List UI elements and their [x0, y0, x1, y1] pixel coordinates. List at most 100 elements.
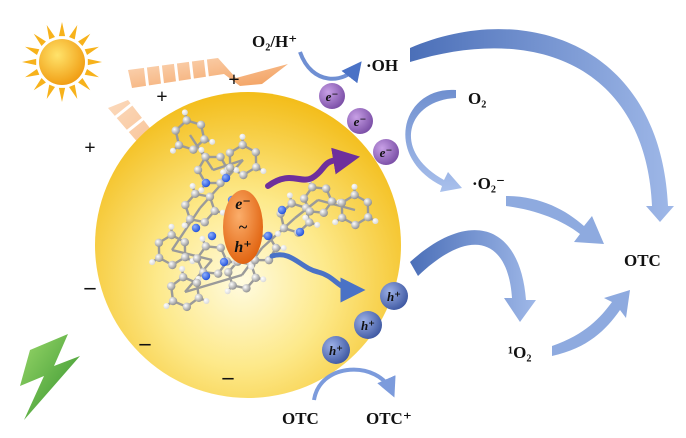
carbon-atom — [191, 189, 200, 198]
carbon-atom — [201, 152, 210, 162]
electron-2: e⁻ — [347, 108, 373, 134]
o2-label: O₂ — [468, 89, 486, 108]
carbon-atom — [299, 194, 309, 203]
carbon-atom — [251, 147, 261, 157]
electron-transfer-arrow — [265, 147, 360, 189]
hydrogen-atom — [351, 183, 358, 190]
hydrogen-atom — [198, 187, 205, 194]
carbon-atom — [225, 163, 235, 173]
carbon-atom — [182, 116, 191, 125]
carbon-atom — [210, 206, 219, 216]
otc-oxidation-arrow — [312, 367, 396, 401]
sun-ray — [78, 78, 91, 91]
nitrogen-atom — [207, 231, 217, 241]
svg-text:h⁺: h⁺ — [387, 289, 401, 304]
carbon-atom — [305, 218, 314, 227]
hydrogen-atom — [372, 218, 379, 225]
hole-transfer-arrow — [269, 252, 366, 303]
carbon-atom — [225, 148, 235, 158]
carbon-atom — [185, 215, 195, 224]
carbon-atom — [224, 268, 233, 277]
nitrogen-atom — [219, 257, 229, 267]
molecule-bond — [171, 207, 201, 251]
svg-text:e⁻: e⁻ — [326, 89, 339, 104]
minus-sign-3: – — [222, 364, 235, 389]
nitrogen-atom — [263, 231, 273, 241]
light-beam-upper — [128, 55, 288, 91]
carbon-atom — [337, 198, 347, 208]
carbon-atom — [168, 296, 178, 306]
carbon-atom — [174, 140, 184, 150]
nitrogen-atom — [201, 178, 211, 188]
hydrogen-atom — [280, 245, 287, 251]
sun-icon — [22, 22, 102, 102]
sun-ray — [46, 84, 55, 99]
carbon-atom — [305, 207, 315, 216]
o2-hplus-label: O₂/H⁺ — [252, 32, 297, 51]
pair-electron-label: e⁻ — [235, 196, 251, 213]
carbon-atom — [193, 165, 203, 175]
hole-to-singlet-oxygen-arrow — [410, 230, 536, 322]
minus-sign-2: – — [139, 330, 152, 355]
svg-text:h⁺: h⁺ — [361, 318, 375, 333]
hydrogen-atom — [233, 167, 240, 173]
hydrogen-atom — [260, 168, 267, 175]
superoxide-label: ·O₂⁻ — [472, 174, 505, 193]
molecule-bond — [184, 273, 243, 294]
hydrogen-atom — [260, 276, 267, 283]
hydrogen-atom — [248, 263, 255, 270]
hydrogen-atom — [203, 298, 210, 305]
carbon-atom — [182, 302, 192, 312]
nitrogen-atom — [277, 205, 287, 215]
carbon-atom — [192, 254, 202, 263]
sun-ray — [46, 25, 55, 40]
carbon-atom — [181, 200, 190, 210]
carbon-atom — [154, 238, 164, 248]
svg-text:e⁻: e⁻ — [354, 114, 367, 129]
carbon-atom — [216, 152, 225, 162]
hydrogen-atom — [274, 230, 281, 237]
carbon-atom — [200, 135, 209, 144]
sun-ray — [87, 58, 102, 66]
hydrogen-atom — [179, 265, 186, 272]
carbon-atom — [327, 197, 337, 206]
electron-hole-pair: e⁻ ~ h⁺ — [223, 190, 263, 264]
carbon-atom — [251, 162, 261, 172]
carbon-atom — [178, 272, 188, 282]
carbon-atom — [166, 281, 176, 291]
hydrogen-atom — [332, 219, 339, 226]
otc-bottom-label: OTC — [282, 409, 319, 428]
hydrogen-atom — [302, 214, 309, 221]
carbon-atom — [251, 273, 260, 282]
pair-tilde-label: ~ — [239, 219, 248, 236]
hole-3: h⁺ — [322, 336, 350, 364]
electron-3: e⁻ — [373, 139, 399, 165]
electron-1: e⁻ — [319, 83, 345, 109]
carbon-atom — [308, 183, 317, 192]
sun-ray — [58, 87, 66, 102]
carbon-atom — [351, 220, 360, 230]
oh-radical-label: ·OH — [366, 56, 398, 75]
carbon-atom — [201, 242, 211, 251]
carbon-atom — [154, 253, 164, 263]
hole-2: h⁺ — [354, 311, 382, 339]
carbon-atom — [363, 197, 373, 207]
plus-sign-1: + — [156, 86, 167, 108]
carbon-atom — [171, 126, 180, 135]
hydrogen-atom — [209, 138, 216, 145]
plus-sign-3: + — [84, 137, 95, 159]
otc-right-label: OTC — [624, 251, 661, 270]
sun-ray — [84, 69, 99, 78]
carbon-atom — [228, 281, 237, 290]
hydrogen-atom — [239, 133, 246, 140]
hydrogen-atom — [181, 109, 188, 116]
sun-ray — [69, 84, 78, 99]
carbon-atom — [363, 212, 373, 222]
carbon-atom — [205, 192, 215, 201]
o2-to-superoxide-arrow — [405, 89, 462, 192]
sun-ray — [58, 22, 66, 37]
molecule-structure — [149, 109, 379, 312]
svg-text:h⁺: h⁺ — [329, 343, 343, 358]
molecule-bond — [171, 248, 213, 262]
